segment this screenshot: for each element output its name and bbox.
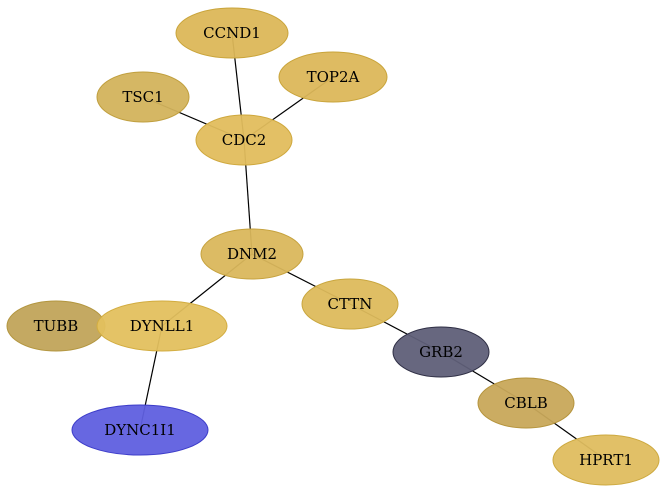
node-shape xyxy=(71,404,209,456)
node-tubb[interactable]: TUBB xyxy=(6,300,106,352)
node-label: TUBB xyxy=(34,317,79,335)
node-grb2[interactable]: GRB2 xyxy=(392,326,490,378)
node-label: CBLB xyxy=(504,394,547,412)
node-label: TOP2A xyxy=(307,68,360,86)
node-shape xyxy=(96,71,190,123)
node-shape xyxy=(195,114,293,166)
node-label: TSC1 xyxy=(122,88,163,106)
node-top2a[interactable]: TOP2A xyxy=(278,51,388,103)
node-label: HPRT1 xyxy=(579,451,633,469)
node-hprt1[interactable]: HPRT1 xyxy=(552,434,660,486)
node-dnm2[interactable]: DNM2 xyxy=(200,228,304,280)
node-ccnd1[interactable]: CCND1 xyxy=(175,7,289,59)
node-label: DYNC1I1 xyxy=(104,421,176,439)
node-cblb[interactable]: CBLB xyxy=(477,377,575,429)
node-shape xyxy=(477,377,575,429)
node-label: DNM2 xyxy=(227,245,277,263)
node-label: GRB2 xyxy=(419,343,463,361)
node-shape xyxy=(278,51,388,103)
node-shape xyxy=(96,300,228,352)
node-cttn[interactable]: CTTN xyxy=(301,278,399,330)
node-shape xyxy=(392,326,490,378)
node-label: CDC2 xyxy=(222,131,267,149)
node-label: DYNLL1 xyxy=(130,317,195,335)
node-cdc2[interactable]: CDC2 xyxy=(195,114,293,166)
node-label: CCND1 xyxy=(203,24,261,42)
node-shape xyxy=(175,7,289,59)
node-shape xyxy=(200,228,304,280)
node-dync1i1[interactable]: DYNC1I1 xyxy=(71,404,209,456)
node-shape xyxy=(552,434,660,486)
node-tsc1[interactable]: TSC1 xyxy=(96,71,190,123)
node-dynll1[interactable]: DYNLL1 xyxy=(96,300,228,352)
node-shape xyxy=(301,278,399,330)
node-label: CTTN xyxy=(328,295,373,313)
